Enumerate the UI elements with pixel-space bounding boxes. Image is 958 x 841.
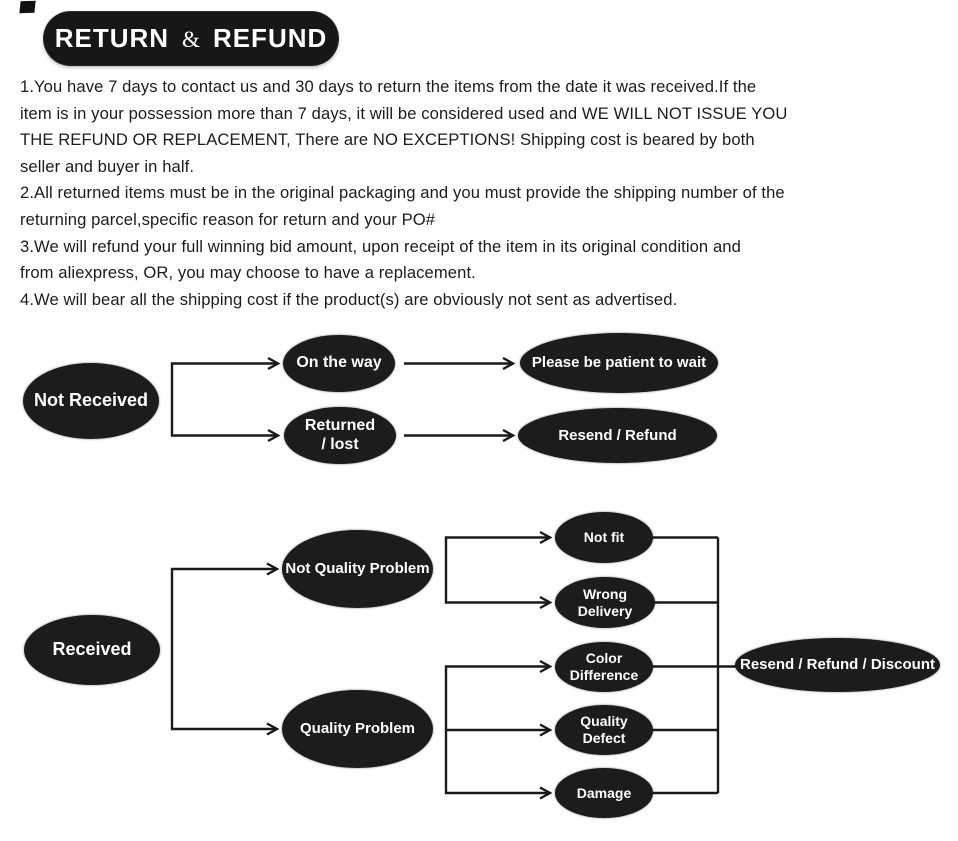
arrowhead-icon (539, 723, 553, 737)
arrowhead-icon (267, 428, 281, 443)
node-returned-lost: Returned / lost (284, 407, 396, 464)
resolution-bracket-lines (652, 536, 736, 795)
title-word-return: RETURN (54, 23, 170, 53)
node-resend-refund: Resend / Refund (518, 408, 717, 463)
connector-line (444, 665, 549, 795)
policy-line: seller and buyer in half. (20, 156, 195, 176)
arrowhead-icon (502, 356, 516, 371)
policy-line: 2.All returned items must be in the orig… (20, 183, 785, 203)
connector-line (444, 536, 549, 604)
title-ampersand: & (182, 26, 200, 52)
node-please-be-patient: Please be patient to wait (520, 333, 718, 393)
node-color-difference: Color Difference (555, 642, 653, 692)
policy-text-block: 1.You have 7 days to contact us and 30 d… (20, 74, 950, 313)
corner-artifact (19, 0, 36, 14)
title-word-refund: REFUND (212, 23, 328, 53)
node-received: Received (24, 615, 160, 685)
node-on-the-way: On the way (283, 335, 395, 392)
policy-line: 3.We will refund your full winning bid a… (20, 236, 741, 256)
node-wrong-delivery: Wrong Delivery (555, 577, 655, 628)
arrowhead-icon (267, 356, 281, 371)
arrowhead-icon (266, 722, 280, 736)
node-not-fit: Not fit (555, 512, 653, 563)
policy-line: item is in your possession more than 7 d… (20, 103, 788, 123)
arrowhead-icon (539, 530, 553, 545)
policy-line: 1.You have 7 days to contact us and 30 d… (20, 77, 757, 96)
arrowhead-icon (539, 659, 553, 674)
section-title-pill: RETURN & REFUND (44, 12, 338, 65)
arrowhead-icon (502, 428, 516, 443)
connector-line (170, 362, 277, 437)
policy-line: 4.We will bear all the shipping cost if … (20, 289, 678, 309)
arrowhead-icon (539, 786, 553, 800)
policy-line: from aliexpress, OR, you may choose to h… (20, 263, 476, 283)
policy-line: returning parcel,specific reason for ret… (20, 209, 436, 229)
arrowhead-icon (539, 595, 553, 610)
policy-line: THE REFUND OR REPLACEMENT, There are NO … (20, 130, 755, 150)
arrowhead-icon (266, 562, 280, 576)
connector-line (170, 567, 276, 731)
node-resend-refund-discount: Resend / Refund / Discount (735, 638, 940, 692)
node-not-quality-problem: Not Quality Problem (282, 530, 433, 608)
node-not-received: Not Received (23, 363, 159, 439)
node-quality-defect: Quality Defect (555, 705, 653, 755)
node-damage: Damage (555, 768, 653, 818)
node-quality-problem: Quality Problem (282, 690, 433, 768)
